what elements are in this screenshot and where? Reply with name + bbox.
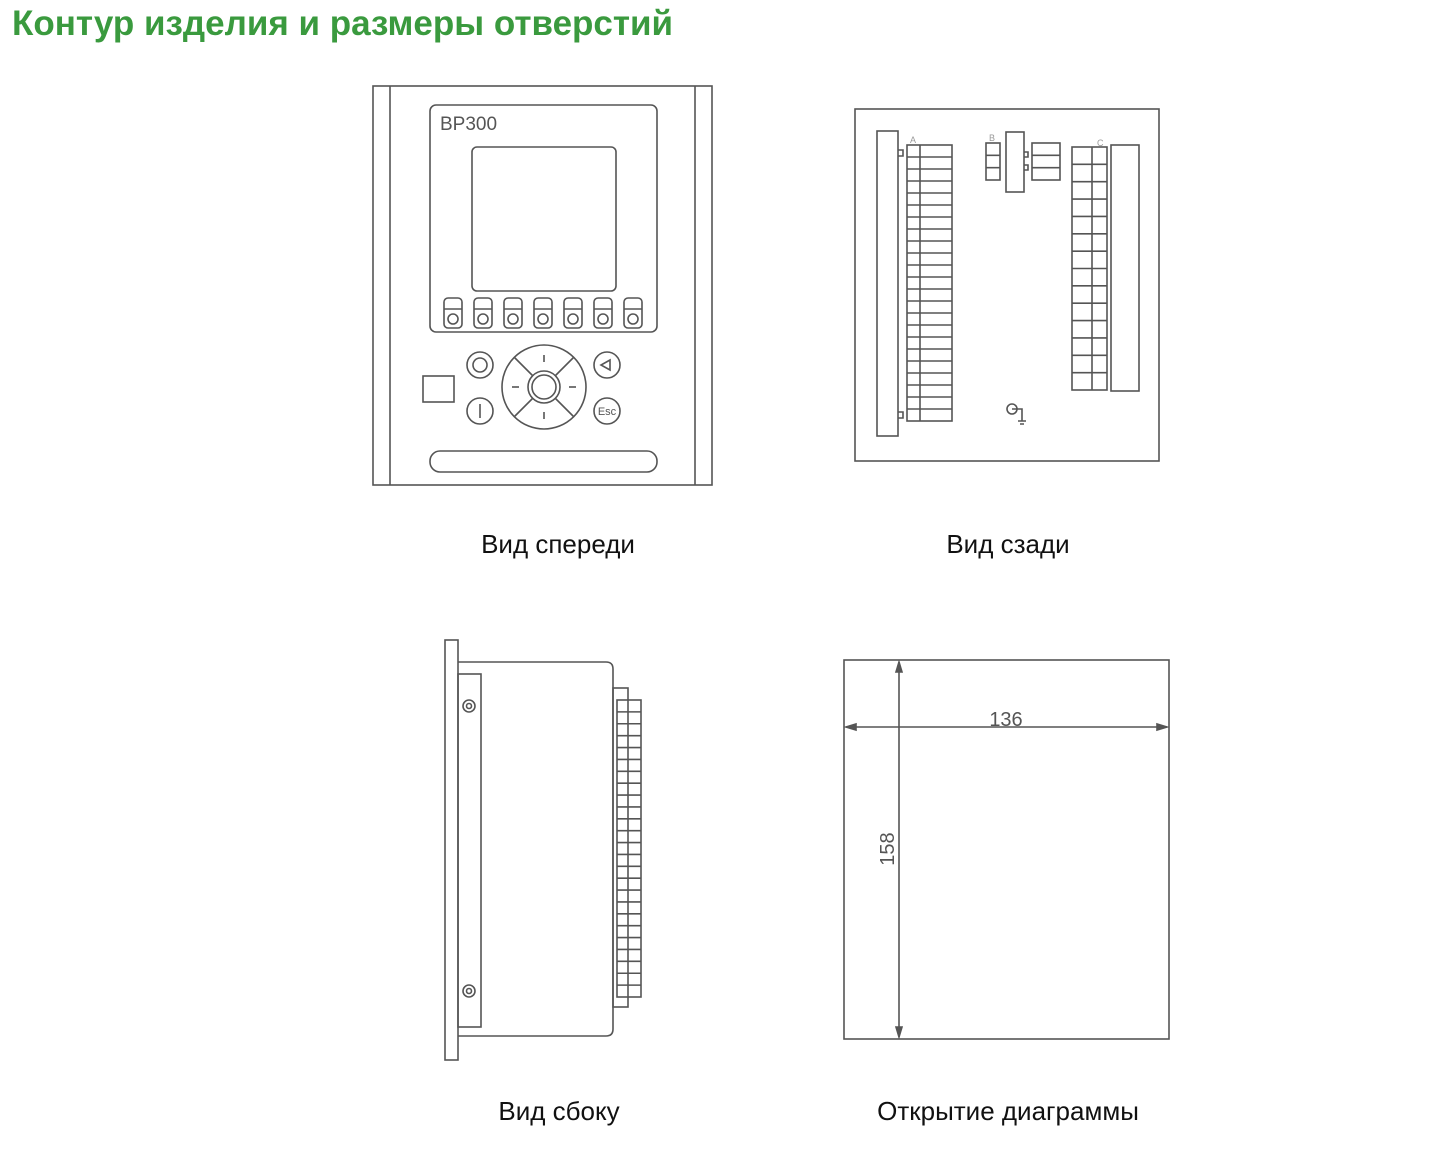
function-key <box>503 297 523 329</box>
side-view-drawing <box>444 639 642 1061</box>
display-panel <box>429 104 658 333</box>
i-button <box>466 397 494 425</box>
rear-view-drawing: A B C <box>854 108 1160 462</box>
function-keys <box>443 297 643 329</box>
block-c-label: C <box>1097 138 1104 148</box>
front-view-drawing: BP300 Esc <box>372 85 713 486</box>
terminal-block-b <box>985 142 1001 181</box>
model-label: BP300 <box>440 114 497 135</box>
esc-button <box>593 397 621 425</box>
side-view-caption: Вид сбоку <box>498 1096 620 1126</box>
front-view-caption: Вид спереди <box>481 529 635 559</box>
block-a-label: A <box>910 135 916 145</box>
terminal-block-c <box>1071 146 1108 391</box>
terminal-block-b2 <box>1031 142 1061 181</box>
block-b-label: B <box>989 133 995 143</box>
side-terminals <box>616 699 642 998</box>
function-key <box>593 297 613 329</box>
page-title: Контур изделия и размеры отверстий <box>12 4 674 43</box>
screen <box>471 146 617 292</box>
function-key <box>623 297 643 329</box>
dpad <box>501 344 587 430</box>
cutout-caption: Открытие диаграммы <box>877 1096 1139 1126</box>
back-button <box>593 351 621 379</box>
function-key <box>443 297 463 329</box>
height-dimension: 158 <box>877 832 899 865</box>
width-dimension: 136 <box>989 709 1022 731</box>
function-key <box>563 297 583 329</box>
esc-label: Esc <box>598 406 617 418</box>
ground-icon <box>1006 403 1026 425</box>
label-slot <box>429 450 658 473</box>
terminal-block-a <box>906 144 953 422</box>
indicator-square <box>422 375 455 403</box>
cutout-drawing: 136 158 <box>843 659 1170 1040</box>
function-key <box>533 297 553 329</box>
function-key <box>473 297 493 329</box>
circle-button <box>466 351 494 379</box>
rear-view-caption: Вид сзади <box>946 529 1070 559</box>
